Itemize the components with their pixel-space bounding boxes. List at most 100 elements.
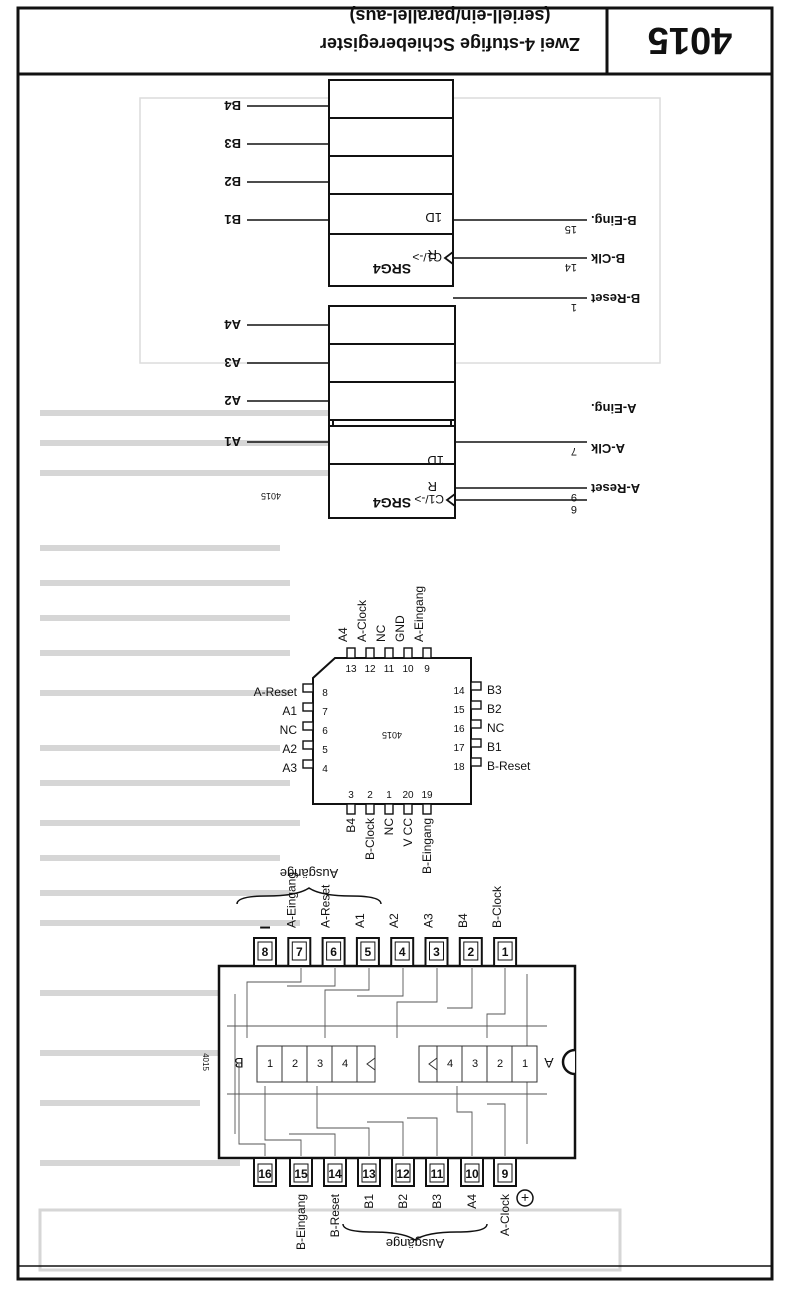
dip-side-label: 4015: [201, 1053, 210, 1071]
dip-pin-12: [391, 1157, 415, 1187]
plcc-pin-number: 16: [453, 724, 465, 735]
register-a-input-clock: A-Clk: [590, 441, 625, 456]
plcc-pin-name: B3: [487, 683, 502, 697]
plcc-pin-name: B1: [487, 740, 502, 754]
plcc-pin-number: 19: [421, 790, 433, 801]
dip-register-b-cell: 4: [342, 1058, 348, 1070]
dip-pin-name: A1: [353, 913, 367, 928]
dip-pin-number: 5: [365, 945, 372, 959]
plcc-pin-number: 17: [453, 743, 465, 754]
register-b-input-data: B-Eing.: [591, 213, 637, 228]
register-a-control-block: [328, 425, 456, 519]
register-a-pin-data: 7: [571, 445, 577, 457]
register-b-input-reset: B-Reset: [590, 291, 640, 306]
dip-pin-number: 9: [502, 1167, 509, 1181]
plcc-pin-8: [302, 683, 314, 693]
dip-pin-number: 1: [502, 945, 509, 959]
gnd-symbol: –: [259, 917, 270, 939]
dip-pin-14: [323, 1157, 347, 1187]
dip-pin-name: B1: [362, 1194, 376, 1209]
dip-register-a-label: A: [544, 1055, 554, 1071]
dip-pin-number: 11: [431, 1167, 444, 1181]
register-a-reset-label: R: [428, 479, 437, 494]
plcc-pin-16: [470, 719, 482, 729]
page-frame: [16, 6, 774, 1281]
plcc-pin-2: [365, 803, 375, 815]
dip-pin-number: 12: [396, 1167, 410, 1181]
dip-pin-number: 7: [296, 945, 303, 959]
dip-register-b-cell: 2: [292, 1058, 298, 1070]
plcc-pin-number: 9: [424, 664, 430, 675]
dip-pin-number: 16: [258, 1167, 272, 1181]
plcc-pin-number: 18: [453, 762, 465, 773]
plcc-pin-name: A4: [336, 627, 350, 642]
dip-pin-number: 4: [399, 945, 406, 959]
plcc-pin-18: [470, 757, 482, 767]
register-b-type: SRG4: [373, 261, 411, 277]
dip-pin-number: 8: [262, 945, 269, 959]
dip-notch: [561, 1048, 576, 1076]
plcc-pin-name: A-Reset: [254, 685, 298, 699]
plcc-pin-name: B4: [344, 818, 358, 833]
plcc-center-label: 4015: [382, 730, 402, 740]
plcc-pin-20: [403, 803, 413, 815]
dip-register-a-cell: 4: [447, 1058, 453, 1070]
dip-pin-number: 3: [433, 945, 440, 959]
register-a-clock-notch: [445, 493, 456, 507]
plcc-pin-9: [422, 647, 432, 659]
dip-pin-number: 2: [467, 945, 474, 959]
register-b-output-3: B3: [224, 136, 241, 151]
dip-pin-8: [253, 937, 277, 967]
dip-pin-number: 13: [362, 1167, 376, 1181]
plcc-pin-number: 13: [345, 664, 357, 675]
dip-pin-number: 6: [330, 945, 337, 959]
chip-title: Zwei 4-stufige Schieberegister: [320, 34, 580, 54]
chip-subtitle: (seriell-ein/parallel-aus): [349, 6, 550, 26]
plcc-pin-number: 6: [322, 726, 328, 737]
register-b-pin-reset: 1: [571, 301, 577, 313]
plcc-pin-number: 1: [386, 790, 392, 801]
register-a-clock-label: C1/->: [414, 492, 444, 506]
plcc-pin-17: [470, 738, 482, 748]
register-a-chip-id: 4015: [261, 491, 281, 501]
register-b-clock-label: C1/->: [412, 250, 442, 264]
register-b-data-label: 1D: [425, 210, 442, 225]
dip-pin-number: 15: [294, 1167, 308, 1181]
dip-pin-name: A-Clock: [498, 1193, 512, 1236]
plcc-pin-3: [346, 803, 356, 815]
plcc-pin-number: 14: [453, 686, 465, 697]
dip-pin-number: 10: [465, 1167, 479, 1181]
dip-pin-15: [289, 1157, 313, 1187]
dip-pin-9: [493, 1157, 517, 1187]
plcc-pin-4: [302, 759, 314, 769]
plcc-pin-19: [422, 803, 432, 815]
plcc-pin-15: [470, 700, 482, 710]
plcc-pin-number: 7: [322, 707, 328, 718]
dip-register-a-cell: 3: [472, 1058, 478, 1070]
plcc-pin-name: GND: [393, 615, 407, 642]
register-b-control-block: [328, 193, 454, 287]
plcc-pin-name: B-Eingang: [420, 818, 434, 874]
dip-pin-16: [253, 1157, 277, 1187]
dip-pin-10: [460, 1157, 484, 1187]
plcc-pin-name: NC: [280, 723, 298, 737]
register-b-input-clock: B-Clk: [590, 251, 625, 266]
dip-pin-name: A-Reset: [319, 884, 333, 928]
dip-pin-name: A3: [422, 913, 436, 928]
dip-pin-name: B-Eingang: [294, 1194, 308, 1250]
plcc-pin-number: 4: [322, 764, 328, 775]
dip-pin-2: [458, 937, 483, 967]
dip-pin-11: [425, 1157, 449, 1187]
register-b: SRG4 R C1/-> 1D B-Reset1B-Clk14B-Eing.15…: [224, 79, 640, 313]
plcc-pin-name: A2: [282, 742, 297, 756]
register-a-type: SRG4: [373, 495, 411, 511]
register-b-output-4: B4: [224, 98, 241, 113]
dip-register-b-label: B: [234, 1055, 243, 1071]
plcc-pin-number: 2: [367, 790, 373, 801]
